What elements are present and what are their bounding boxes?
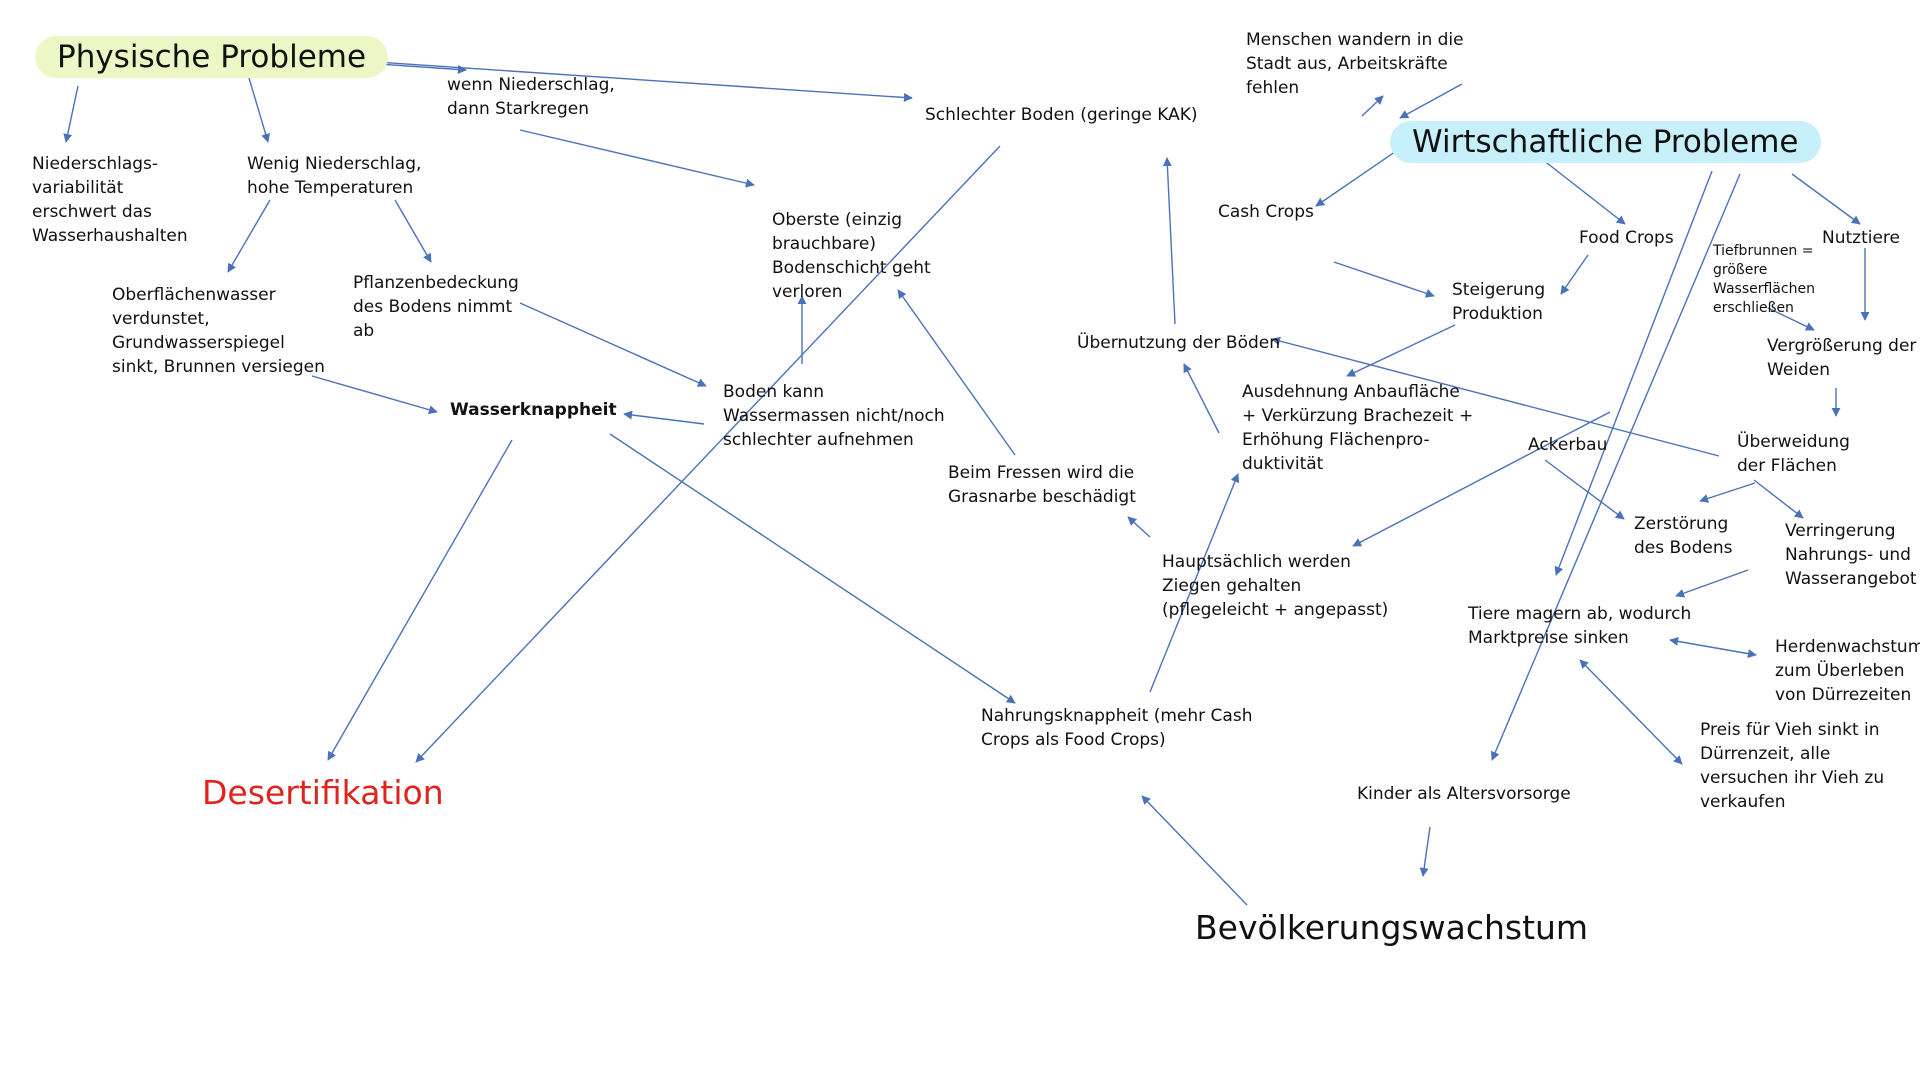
arrow-8 — [394, 199, 432, 263]
node-ausdehnung-anbauflaeche: Ausdehnung Anbaufläche + Verkürzung Brac… — [1242, 382, 1474, 474]
arrow-2 — [248, 77, 271, 143]
arrow-9 — [311, 375, 438, 415]
node-desertifikation: Desertifikation — [202, 773, 444, 812]
node-kinder-altersvorsorge: Kinder als Altersvorsorge — [1357, 784, 1571, 804]
arrow-22 — [1361, 95, 1384, 117]
arrow-15 — [897, 289, 1016, 456]
arrow-16 — [1162, 157, 1176, 325]
node-oberflaechenwasser: Oberflächenwasser verdunstet, Grundwasse… — [112, 285, 325, 377]
arrow-42 — [1579, 659, 1683, 765]
arrow-20 — [1141, 795, 1248, 906]
node-nutztiere: Nutztiere — [1822, 228, 1901, 248]
node-bevoelkerungswachstum: Bevölkerungswachstum — [1195, 908, 1589, 947]
node-wasserknappheit: Wasserknappheit — [450, 400, 617, 420]
arrow-11 — [623, 410, 705, 425]
node-steigerung-produktion: Steigerung Produktion — [1452, 280, 1546, 324]
arrow-26 — [1333, 261, 1435, 298]
arrow-7 — [227, 199, 271, 273]
arrow-34 — [1675, 569, 1749, 598]
node-cash-crops: Cash Crops — [1218, 202, 1314, 222]
node-niederschlagsvariabilitaet: Niederschlags- variabilität erschwert da… — [32, 154, 188, 246]
node-ackerbau: Ackerbau — [1528, 435, 1608, 455]
arrow-32 — [1699, 482, 1756, 503]
node-tiefbrunnen: Tiefbrunnen = größere Wasserflächen ersc… — [1713, 243, 1815, 316]
arrow-29 — [1271, 336, 1720, 457]
arrow-35 — [1791, 173, 1861, 225]
arrow-5 — [519, 129, 755, 188]
node-nahrungsknappheit: Nahrungsknappheit (mehr Cash Crops als F… — [981, 706, 1253, 750]
arrow-13 — [327, 439, 513, 761]
node-preis-vieh: Preis für Vieh sinkt in Dürrenzeit, alle… — [1700, 720, 1885, 812]
arrow-30 — [1352, 411, 1611, 547]
arrow-19 — [1127, 516, 1151, 538]
node-physische-probleme: Physische Probleme — [35, 36, 389, 78]
node-oberste-bodenschicht: Oberste (einzig brauchbare) Bodenschicht… — [772, 210, 931, 302]
node-uebernutzung: Übernutzung der Böden — [1077, 333, 1280, 353]
arrow-39 — [1554, 170, 1713, 576]
node-starkregen: wenn Niederschlag, dann Starkregen — [447, 75, 615, 119]
arrow-31 — [1544, 459, 1625, 520]
node-ueberweidung: Überweidung der Flächen — [1737, 432, 1850, 476]
node-food-crops: Food Crops — [1579, 228, 1674, 248]
node-zerstoerung-boden: Zerstörung des Bodens — [1634, 514, 1733, 558]
node-verringerung-angebot: Verringerung Nahrungs- und Wasserangebot — [1785, 521, 1917, 589]
arrow-10 — [519, 302, 707, 387]
arrow-4 — [377, 63, 467, 74]
arrow-1 — [63, 85, 79, 143]
arrow-27 — [1560, 254, 1589, 295]
arrow-18 — [1149, 473, 1240, 693]
arrow-14 — [609, 433, 1016, 704]
arrow-24 — [1315, 144, 1406, 207]
node-schlechter-boden: Schlechter Boden (geringe KAK) — [925, 105, 1198, 125]
arrow-33 — [1753, 479, 1804, 519]
arrow-41 — [1669, 636, 1757, 659]
arrow-38 — [1767, 307, 1815, 331]
node-herdenwachstum: Herdenwachstum zum Überleben von Dürreze… — [1775, 637, 1920, 705]
arrow-6 — [415, 145, 1001, 763]
node-grasnarbe: Beim Fressen wird die Grasnarbe beschädi… — [948, 463, 1136, 507]
node-ziegen: Hauptsächlich werden Ziegen gehalten (pf… — [1162, 552, 1389, 620]
node-wirtschaftliche-probleme: Wirtschaftliche Probleme — [1390, 121, 1821, 163]
arrow-23 — [1399, 83, 1463, 119]
node-vergroesserung-weiden: Vergrößerung der Weiden — [1767, 336, 1917, 380]
node-boden-kann: Boden kann Wassermassen nicht/noch schle… — [723, 382, 945, 450]
arrow-17 — [1183, 363, 1220, 434]
node-wenig-niederschlag: Wenig Niederschlag, hohe Temperaturen — [247, 154, 422, 198]
node-menschen-wandern: Menschen wandern in die Stadt aus, Arbei… — [1246, 30, 1464, 98]
arrow-40 — [1491, 173, 1741, 761]
arrow-28 — [1346, 324, 1456, 377]
node-pflanzenbedeckung: Pflanzenbedeckung des Bodens nimmt ab — [353, 273, 519, 341]
arrow-25 — [1537, 155, 1626, 225]
arrow-21 — [1419, 826, 1431, 877]
node-tiere-magern-ab: Tiere magern ab, wodurch Marktpreise sin… — [1468, 604, 1692, 648]
